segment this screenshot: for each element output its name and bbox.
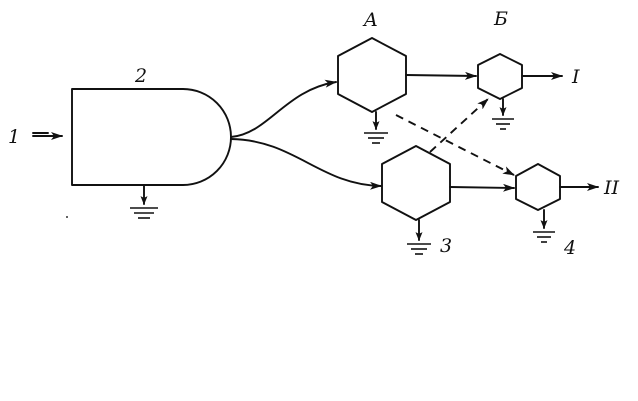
scan-dot <box>66 216 68 218</box>
flow-3-to-4 <box>449 183 515 192</box>
stage-a-ground-icon <box>364 111 388 144</box>
flow-to-unit-3 <box>230 138 382 190</box>
stage-a-label: A <box>362 9 378 31</box>
stage-b-hexagon <box>477 53 523 100</box>
separator-label: 2 <box>134 65 147 87</box>
unit-3-ground-icon <box>407 219 431 255</box>
stage-b-label: Б <box>493 8 508 30</box>
separator-ground-icon <box>130 184 158 219</box>
unit-3-label: 3 <box>440 235 452 257</box>
stage-a-hexagon <box>337 37 407 113</box>
stage-b-ground-icon <box>492 98 514 130</box>
output-1-label: I <box>571 66 580 88</box>
input-arrow <box>32 132 63 140</box>
output-2-label: II <box>603 177 620 199</box>
unit-4-ground-icon <box>533 209 555 243</box>
separator-vessel <box>71 88 232 186</box>
input-label: 1 <box>8 126 20 148</box>
unit-4-label: 4 <box>563 237 576 259</box>
flow-a-to-b <box>405 71 477 80</box>
unit-3-hexagon <box>381 145 451 221</box>
dashed-flow-3-to-b <box>429 98 489 153</box>
unit-4-hexagon <box>515 163 561 211</box>
flow-to-stage-a <box>230 79 337 138</box>
